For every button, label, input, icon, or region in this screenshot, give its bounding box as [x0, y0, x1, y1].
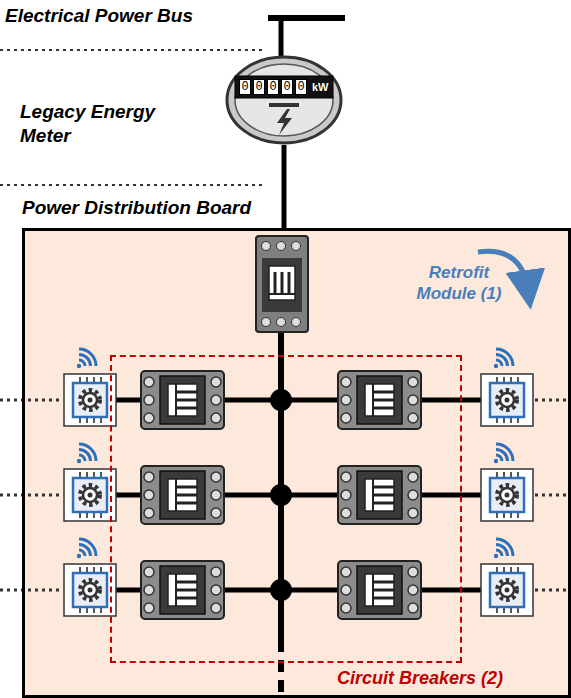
- bus-label: Electrical Power Bus: [5, 4, 265, 28]
- breaker-row: [0, 539, 571, 619]
- breaker-row: [0, 444, 571, 524]
- module-label: Retrofit Module (1): [416, 262, 502, 305]
- meter-unit: kW: [312, 79, 329, 95]
- meter-label: Legacy Energy Meter: [20, 100, 170, 148]
- meter-digit: 0: [239, 79, 251, 95]
- energy-meter: 00000kW: [225, 55, 343, 145]
- meter-outline: [225, 55, 343, 145]
- breaker-group: Circuit Breakers (2): [110, 355, 462, 663]
- meter-display: 00000kW: [239, 79, 329, 95]
- meter-digit: 0: [267, 79, 279, 95]
- group-label: Circuit Breakers (2): [337, 668, 503, 689]
- meter-digit: 0: [253, 79, 265, 95]
- power-wire: [282, 145, 287, 228]
- meter-digit: 0: [281, 79, 293, 95]
- meter-digit: 0: [295, 79, 307, 95]
- board-heading: Power Distribution Board: [22, 197, 251, 219]
- breaker-row: [0, 349, 571, 429]
